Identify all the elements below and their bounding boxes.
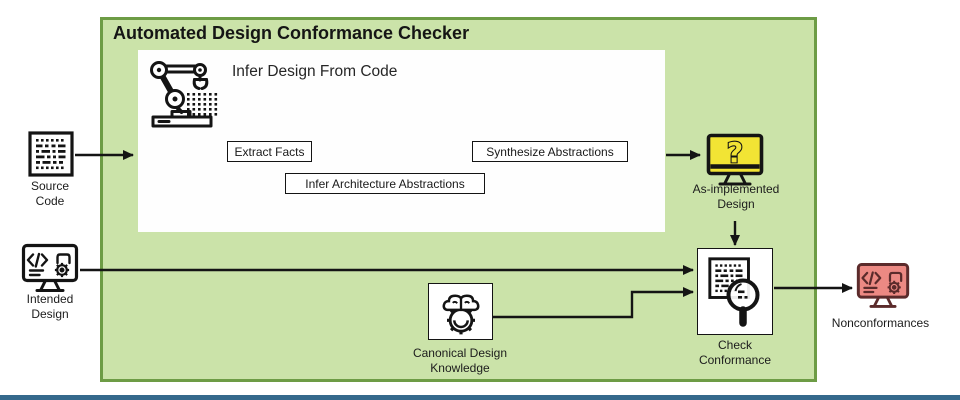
as-implemented-design-icon: ? [706, 133, 764, 186]
check-conformance-icon [708, 256, 760, 327]
robot-arm-icon [150, 61, 218, 128]
canonical-design-knowledge-box [428, 283, 493, 340]
brain-gear-icon [442, 293, 479, 334]
canonical-design-knowledge-label: Canonical Design Knowledge [412, 346, 508, 375]
question-mark-glyph: ? [727, 136, 743, 169]
step-infer-architecture-abstractions: Infer Architecture Abstractions [285, 173, 485, 194]
check-conformance-label: Check Conformance [698, 338, 772, 367]
source-code-label: Source Code [30, 179, 70, 208]
intended-design-label: Intended Design [26, 292, 74, 321]
intended-design-icon [21, 243, 79, 293]
as-implemented-design-label: As-implemented Design [692, 182, 780, 211]
nonconformances-label: Nonconformances [831, 316, 930, 330]
bottom-border-bar [0, 395, 960, 400]
source-code-icon [28, 131, 74, 177]
panel-title: Infer Design From Code [232, 63, 398, 80]
step-synthesize-abstractions: Synthesize Abstractions [472, 141, 628, 162]
nonconformances-icon [856, 263, 910, 308]
diagram-title: Automated Design Conformance Checker [113, 23, 470, 43]
step-extract-facts: Extract Facts [227, 141, 312, 162]
check-conformance-box [697, 248, 773, 335]
